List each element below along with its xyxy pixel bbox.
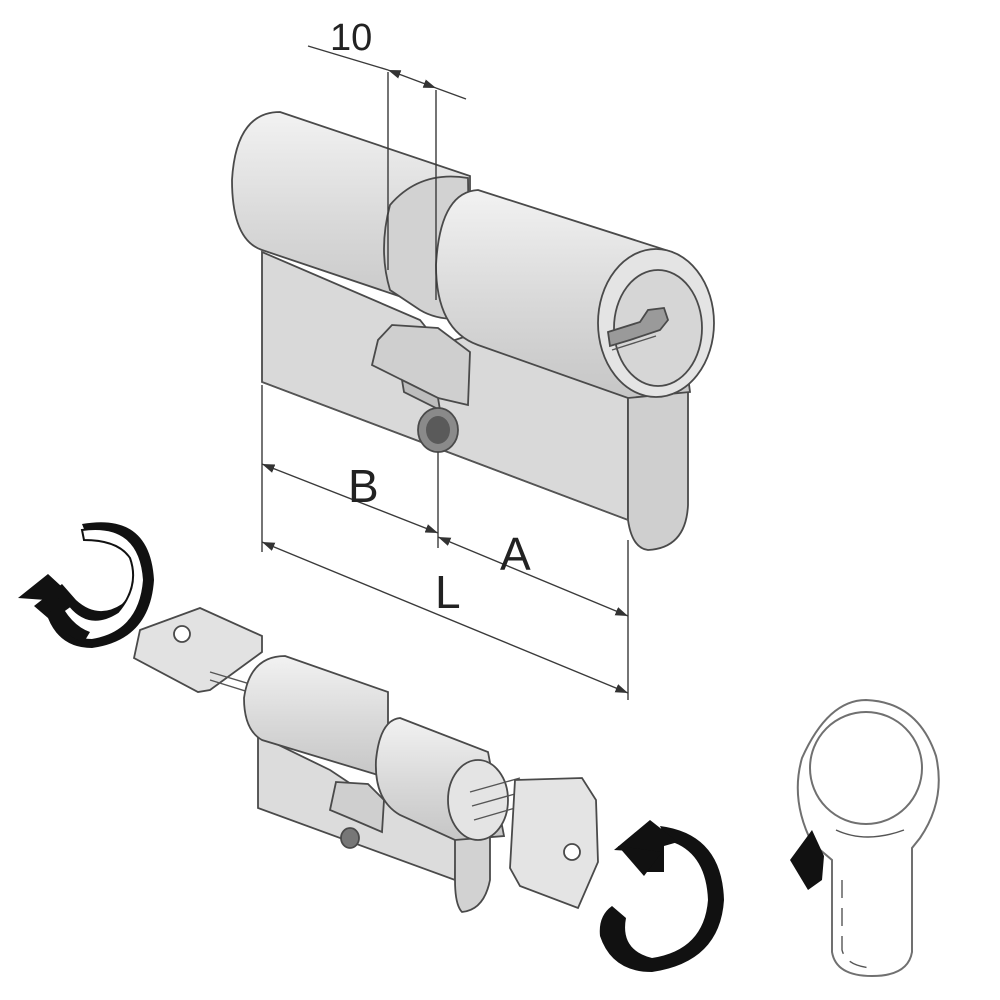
keyway-line bbox=[611, 335, 657, 351]
dim-line-10 bbox=[387, 69, 437, 89]
screw-hole-inner bbox=[426, 416, 450, 444]
dim-leader-10-right bbox=[435, 87, 467, 100]
small-front-face bbox=[447, 759, 509, 841]
label-a: A bbox=[500, 528, 531, 580]
small-left-drum bbox=[243, 655, 389, 780]
left-key bbox=[132, 607, 263, 693]
dimension-lines: 10 B A L bbox=[261, 17, 629, 700]
keyhole-dashed-profile bbox=[841, 880, 873, 969]
keyway bbox=[607, 307, 670, 348]
label-b: B bbox=[348, 460, 379, 512]
small-profile-end bbox=[454, 827, 491, 913]
profile-keyhole bbox=[790, 698, 940, 978]
dim-line-l bbox=[261, 541, 629, 694]
small-screw-hole bbox=[340, 827, 360, 849]
right-key bbox=[509, 777, 599, 910]
main-cylinder bbox=[231, 111, 715, 551]
right-key-hole bbox=[563, 843, 581, 861]
cylinder-profile-end bbox=[627, 391, 689, 551]
keyhole-inner-circle bbox=[809, 711, 923, 825]
dim-line-b bbox=[261, 463, 439, 534]
label-l: L bbox=[435, 566, 461, 618]
rotate-arrow-icon bbox=[599, 820, 724, 972]
keyhole-shoulder bbox=[835, 829, 905, 838]
dim-line-a bbox=[437, 536, 629, 617]
small-cylinder bbox=[132, 607, 599, 913]
small-cam-tab bbox=[328, 781, 385, 834]
dim-leader-10 bbox=[307, 45, 389, 71]
label-cam-width: 10 bbox=[330, 17, 372, 59]
keyhole-cam-marker bbox=[790, 830, 824, 890]
rotate-arrow-icon bbox=[18, 522, 154, 648]
left-key-hole bbox=[173, 625, 191, 643]
